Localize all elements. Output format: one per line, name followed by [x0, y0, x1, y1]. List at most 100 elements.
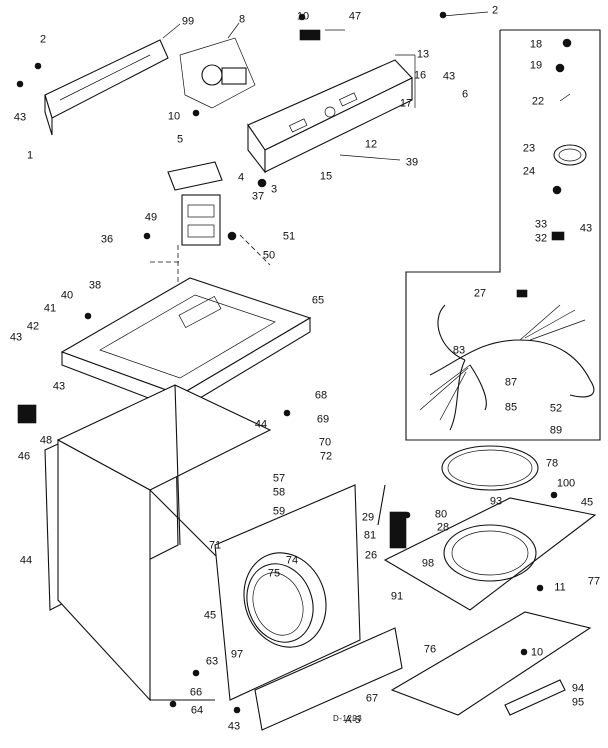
callout-4: 4: [237, 171, 245, 184]
callout-76: 76: [423, 643, 437, 656]
callout-47: 47: [348, 10, 362, 23]
callout-12: 12: [364, 138, 378, 151]
callout-50: 50: [262, 249, 276, 262]
callout-45b: 45: [203, 609, 217, 622]
callout-63: 63: [205, 655, 219, 668]
fasteners: [16, 11, 572, 714]
front-panel: [214, 484, 361, 701]
callout-10b: 10: [167, 110, 181, 123]
leader-lines: [162, 11, 571, 161]
callout-58: 58: [272, 486, 286, 499]
callout-43: 43: [442, 70, 456, 83]
callout-94: 94: [571, 682, 585, 695]
toe-panel: [254, 627, 403, 731]
callout-48: 48: [39, 434, 53, 447]
callout-3: 3: [270, 183, 278, 196]
callout-10c: 10: [530, 646, 544, 659]
callout-81: 81: [363, 529, 377, 542]
inset-frame: [405, 29, 601, 441]
callout-42: 42: [26, 320, 40, 333]
callout-16: 16: [413, 69, 427, 82]
base-plate: [383, 497, 597, 611]
lid-switch-bracket: [181, 194, 221, 246]
callout-2: 2: [491, 4, 499, 17]
callout-69: 69: [316, 413, 330, 426]
callout-85: 85: [504, 401, 518, 414]
callout-83: 83: [452, 344, 466, 357]
callout-5: 5: [176, 133, 184, 146]
rear-bracket: [44, 39, 169, 136]
callout-10: 10: [296, 10, 310, 23]
callout-100: 100: [556, 477, 576, 490]
page-label: A-5: [345, 715, 361, 726]
lid-switch-cover: [167, 161, 223, 191]
callout-67: 67: [365, 692, 379, 705]
callout-11: 11: [554, 581, 566, 594]
callout-49: 49: [144, 211, 158, 224]
callout-72: 72: [319, 450, 333, 463]
callout-95: 95: [571, 696, 585, 709]
callout-87: 87: [504, 376, 518, 389]
callout-13: 13: [416, 48, 430, 61]
power-cord: [553, 144, 587, 166]
callout-51: 51: [282, 230, 296, 243]
callout-33: 33: [534, 218, 548, 231]
callout-36: 36: [100, 233, 114, 246]
callout-22: 22: [531, 95, 545, 108]
callout-46: 46: [17, 450, 31, 463]
callout-70: 70: [318, 436, 332, 449]
callout-39: 39: [405, 156, 419, 169]
callout-28: 28: [436, 521, 450, 534]
callout-80: 80: [434, 508, 448, 521]
callout-18: 18: [529, 38, 543, 51]
callout-68: 68: [314, 389, 328, 402]
callout-37: 37: [251, 190, 265, 203]
control-console: [247, 59, 413, 174]
callout-52: 52: [549, 402, 563, 415]
callout-32: 32: [534, 232, 548, 245]
callout-45: 45: [580, 496, 594, 509]
callout-77: 77: [587, 575, 601, 588]
callout-71: 71: [208, 539, 222, 552]
wiring-harness: [419, 304, 595, 431]
callout-44: 44: [254, 418, 268, 431]
callout-19: 19: [529, 59, 543, 72]
callout-8: 8: [238, 13, 246, 26]
callout-1: 1: [26, 149, 34, 162]
callout-57: 57: [272, 472, 286, 485]
drawing-code: D-1293: [333, 714, 363, 723]
timer-outline: [179, 37, 256, 109]
callout-6: 6: [461, 88, 469, 101]
callout-91: 91: [390, 590, 404, 603]
callout-43f: 43: [227, 720, 241, 733]
callout-43e: 43: [52, 380, 66, 393]
callout-75: 75: [267, 567, 281, 580]
callout-17: 17: [399, 97, 413, 110]
callout-2b: 2: [39, 33, 47, 46]
callout-59: 59: [272, 505, 286, 518]
callout-93: 93: [489, 495, 503, 508]
callout-43b: 43: [13, 111, 27, 124]
callout-78: 78: [545, 457, 559, 470]
callout-43d: 43: [9, 331, 23, 344]
cabinet: [44, 384, 272, 702]
callout-24: 24: [522, 165, 536, 178]
top-panel: [60, 277, 312, 411]
callout-38: 38: [88, 279, 102, 292]
callout-65: 65: [311, 294, 325, 307]
drain-pan: [390, 611, 592, 716]
callout-89: 89: [549, 424, 563, 437]
tub-ring: [441, 445, 539, 491]
callout-26: 26: [364, 549, 378, 562]
callout-97: 97: [230, 648, 244, 661]
callout-44b: 44: [19, 554, 33, 567]
callout-23: 23: [522, 142, 536, 155]
callout-74: 74: [285, 554, 299, 567]
callout-43c: 43: [579, 222, 593, 235]
callout-99: 99: [181, 15, 195, 28]
callout-98: 98: [421, 557, 435, 570]
callout-40: 40: [60, 289, 74, 302]
callout-29: 29: [361, 511, 375, 524]
